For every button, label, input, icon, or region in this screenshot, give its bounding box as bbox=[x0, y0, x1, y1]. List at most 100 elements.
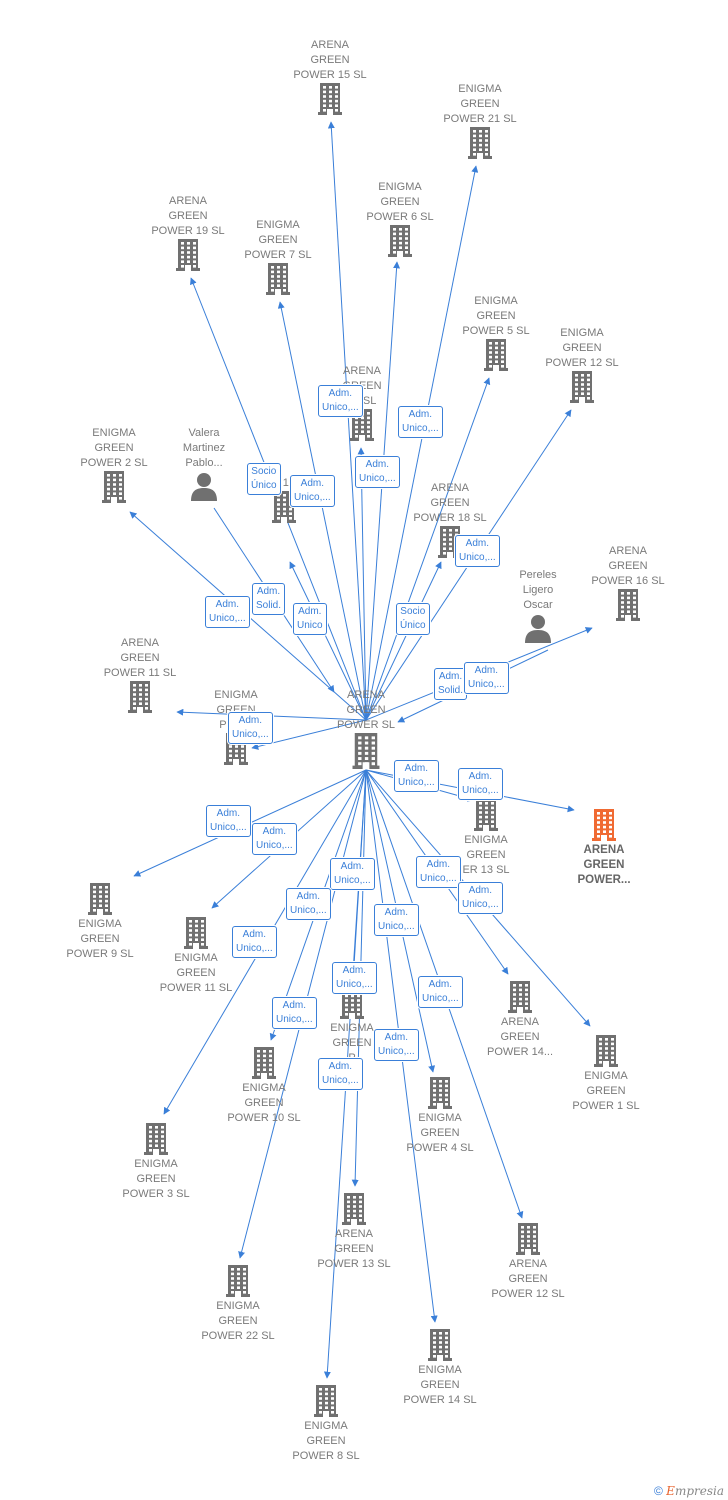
node-label: ARENA GREEN POWER 18 SL bbox=[413, 482, 487, 524]
node-label: Valera Martinez Pablo... bbox=[182, 427, 226, 469]
building-icon bbox=[420, 127, 540, 159]
node-enigma-12[interactable]: ENIGMA GREEN POWER 12 SL bbox=[522, 326, 642, 403]
node-label: ENIGMA GREEN POWER 11 SL bbox=[159, 952, 233, 994]
node-label: ENIGMA GREEN POWER 6 SL bbox=[366, 181, 434, 223]
node-arena-12[interactable]: ARENA GREEN POWER 12 SL bbox=[468, 1223, 588, 1302]
node-enigma-6[interactable]: ENIGMA GREEN POWER 6 SL bbox=[340, 180, 460, 257]
edge-label-arena-11[interactable]: Adm. Unico,... bbox=[205, 596, 250, 628]
node-enigma-14[interactable]: ENIGMA GREEN POWER 14 SL bbox=[380, 1329, 500, 1408]
node-label: ENIGMA GREEN POWER 8 SL bbox=[292, 1420, 360, 1462]
node-enigma-4[interactable]: ENIGMA GREEN POWER 4 SL bbox=[380, 1077, 500, 1156]
node-enigma-2[interactable]: ENIGMA GREEN POWER 2 SL bbox=[54, 426, 174, 503]
node-enigma-3[interactable]: ENIGMA GREEN POWER 3 SL bbox=[96, 1123, 216, 1202]
edge-label-enigma-7[interactable]: Adm. Unico,... bbox=[290, 475, 335, 507]
edge-arena-green-power-to-enigma-7 bbox=[277, 301, 367, 721]
edge-label-arena-13[interactable]: Adm. Unico,... bbox=[332, 962, 377, 994]
node-enigma-11[interactable]: ENIGMA GREEN POWER 11 SL bbox=[136, 917, 256, 996]
node-enigma-22[interactable]: ENIGMA GREEN POWER 22 SL bbox=[178, 1265, 298, 1344]
edge-label-arena-12[interactable]: Adm. Unico,... bbox=[418, 976, 463, 1008]
edge-label-enigma-power[interactable]: Adm. Unico,... bbox=[228, 712, 273, 744]
node-label: ENIGMA GREEN POWER 21 SL bbox=[443, 83, 517, 125]
edge-label-enigma-22[interactable]: Adm. Unico,... bbox=[272, 997, 317, 1029]
node-label: ARENA GREEN POWER SL bbox=[336, 689, 396, 731]
node-arena-15[interactable]: ARENA GREEN POWER 15 SL bbox=[270, 38, 390, 115]
edge-label-enigma-6[interactable]: Adm. Unico,... bbox=[355, 456, 400, 488]
edge-label-arena-17[interactable]: Adm. Unico,... bbox=[318, 385, 363, 417]
node-label: ENIGMA GREEN POWER 1 SL bbox=[572, 1070, 640, 1112]
edge-label-arena-green-power-from-pereles[interactable]: Adm. Solid. bbox=[434, 668, 468, 700]
node-enigma-21[interactable]: ENIGMA GREEN POWER 21 SL bbox=[420, 82, 540, 159]
footer-branding[interactable]: © Empresia bbox=[654, 1484, 724, 1498]
edge-arena-green-power-to-ren-15 bbox=[289, 561, 367, 721]
edge-label-enigma-13[interactable]: Adm. Unico,... bbox=[394, 760, 439, 792]
node-label: ENIGMA GREEN POWER 22 SL bbox=[201, 1300, 275, 1342]
building-icon bbox=[380, 1329, 500, 1361]
node-label: ARENA GREEN POWER 12 SL bbox=[491, 1258, 565, 1300]
node-valera[interactable]: Valera Martinez Pablo... bbox=[144, 426, 264, 501]
node-label: ENIGMA GREEN ER 13 SL bbox=[462, 834, 510, 876]
edge-label-arena-green-power-from-valera[interactable]: Adm. Solid. bbox=[252, 583, 286, 615]
node-enigma-5[interactable]: ENIGMA GREEN POWER 5 SL bbox=[436, 294, 556, 371]
building-icon bbox=[136, 917, 256, 949]
building-icon bbox=[436, 339, 556, 371]
node-arena-18[interactable]: ARENA GREEN POWER 18 SL bbox=[390, 481, 510, 558]
node-label: ENIGMA GREEN POWER 14 SL bbox=[403, 1364, 477, 1406]
edge-arena-green-power-to-arena-18 bbox=[365, 561, 442, 721]
node-enigma-10[interactable]: ENIGMA GREEN POWER 10 SL bbox=[204, 1047, 324, 1126]
building-icon bbox=[224, 491, 344, 523]
node-label: ENIGMA GREEN POWER 9 SL bbox=[66, 918, 134, 960]
building-icon bbox=[306, 733, 426, 769]
node-label: ARENA GREEN POWER 16 SL bbox=[591, 545, 665, 587]
empresia-logo: Empresia bbox=[666, 1484, 724, 1498]
edge-label-enigma-4[interactable]: Adm. Unico,... bbox=[374, 904, 419, 936]
node-arena-14[interactable]: ARENA GREEN POWER 14... bbox=[460, 981, 580, 1060]
node-arena-11[interactable]: ARENA GREEN POWER 11 SL bbox=[80, 636, 200, 713]
node-enigma-8[interactable]: ENIGMA GREEN POWER 8 SL bbox=[266, 1385, 386, 1464]
node-arena-green-power-focus[interactable]: ARENA GREEN POWER... bbox=[544, 809, 664, 888]
node-arena-green-power[interactable]: ARENA GREEN POWER SL bbox=[306, 688, 426, 769]
building-icon bbox=[460, 981, 580, 1013]
building-icon bbox=[178, 1265, 298, 1297]
node-arena-16[interactable]: ARENA GREEN POWER 16 SL bbox=[568, 544, 688, 621]
edge-label-enigma-21[interactable]: Adm. Unico,... bbox=[398, 406, 443, 438]
building-icon bbox=[380, 1077, 500, 1109]
edge-label-enigma-green-p[interactable]: Adm. Unico,... bbox=[330, 858, 375, 890]
node-pereles[interactable]: Pereles Ligero Oscar bbox=[478, 568, 598, 643]
node-label: ENIGMA GREEN POWER 3 SL bbox=[122, 1158, 190, 1200]
edge-arena-green-power-to-enigma-5 bbox=[365, 377, 491, 721]
building-icon bbox=[468, 1223, 588, 1255]
edge-label-enigma-1[interactable]: Adm. Unico,... bbox=[458, 882, 503, 914]
building-icon bbox=[80, 681, 200, 713]
edge-label-enigma-10[interactable]: Adm. Unico,... bbox=[286, 888, 331, 920]
edge-label-arena-green-power-focus[interactable]: Adm. Unico,... bbox=[458, 768, 503, 800]
building-icon bbox=[292, 987, 412, 1019]
node-enigma-13[interactable]: ENIGMA GREEN ER 13 SL bbox=[426, 799, 546, 878]
building-icon bbox=[546, 1035, 666, 1067]
edge-label-arena-18[interactable]: Socio Único bbox=[396, 603, 430, 635]
building-icon bbox=[204, 1047, 324, 1079]
node-enigma-1[interactable]: ENIGMA GREEN POWER 1 SL bbox=[546, 1035, 666, 1114]
node-arena-19[interactable]: ARENA GREEN POWER 19 SL bbox=[128, 194, 248, 271]
node-label: ARENA GREEN POWER 14... bbox=[486, 1016, 554, 1058]
node-arena-13[interactable]: ARENA GREEN POWER 13 SL bbox=[294, 1193, 414, 1272]
edge-label-enigma-11[interactable]: Adm. Unico,... bbox=[252, 823, 297, 855]
edge-label-enigma-8[interactable]: Adm. Unico,... bbox=[318, 1058, 363, 1090]
edge-label-enigma-9[interactable]: Adm. Unico,... bbox=[206, 805, 251, 837]
edge-label-arena-16[interactable]: Adm. Unico,... bbox=[464, 662, 509, 694]
node-label: ENIGMA GREEN POWER 2 SL bbox=[80, 427, 148, 469]
building-icon bbox=[96, 1123, 216, 1155]
edge-label-enigma-3[interactable]: Adm. Unico,... bbox=[232, 926, 277, 958]
edge-label-arena-14[interactable]: Adm. Unico,... bbox=[416, 856, 461, 888]
node-label: ARENA GREEN POWER... bbox=[577, 844, 631, 886]
edge-arena-green-power-to-arena-15 bbox=[327, 121, 367, 721]
building-icon bbox=[522, 371, 642, 403]
edge-label-ren-15[interactable]: Adm. Unico bbox=[293, 603, 327, 635]
edge-label-enigma-12[interactable]: Adm. Unico,... bbox=[455, 535, 500, 567]
node-label: ARENA GREEN POWER 19 SL bbox=[151, 195, 225, 237]
building-icon bbox=[40, 883, 160, 915]
edge-label-enigma-14[interactable]: Adm. Unico,... bbox=[374, 1029, 419, 1061]
node-enigma-9[interactable]: ENIGMA GREEN POWER 9 SL bbox=[40, 883, 160, 962]
edge-label-arena-19[interactable]: Socio Único bbox=[247, 463, 281, 495]
building-icon bbox=[218, 263, 338, 295]
node-enigma-7[interactable]: ENIGMA GREEN POWER 7 SL bbox=[218, 218, 338, 295]
